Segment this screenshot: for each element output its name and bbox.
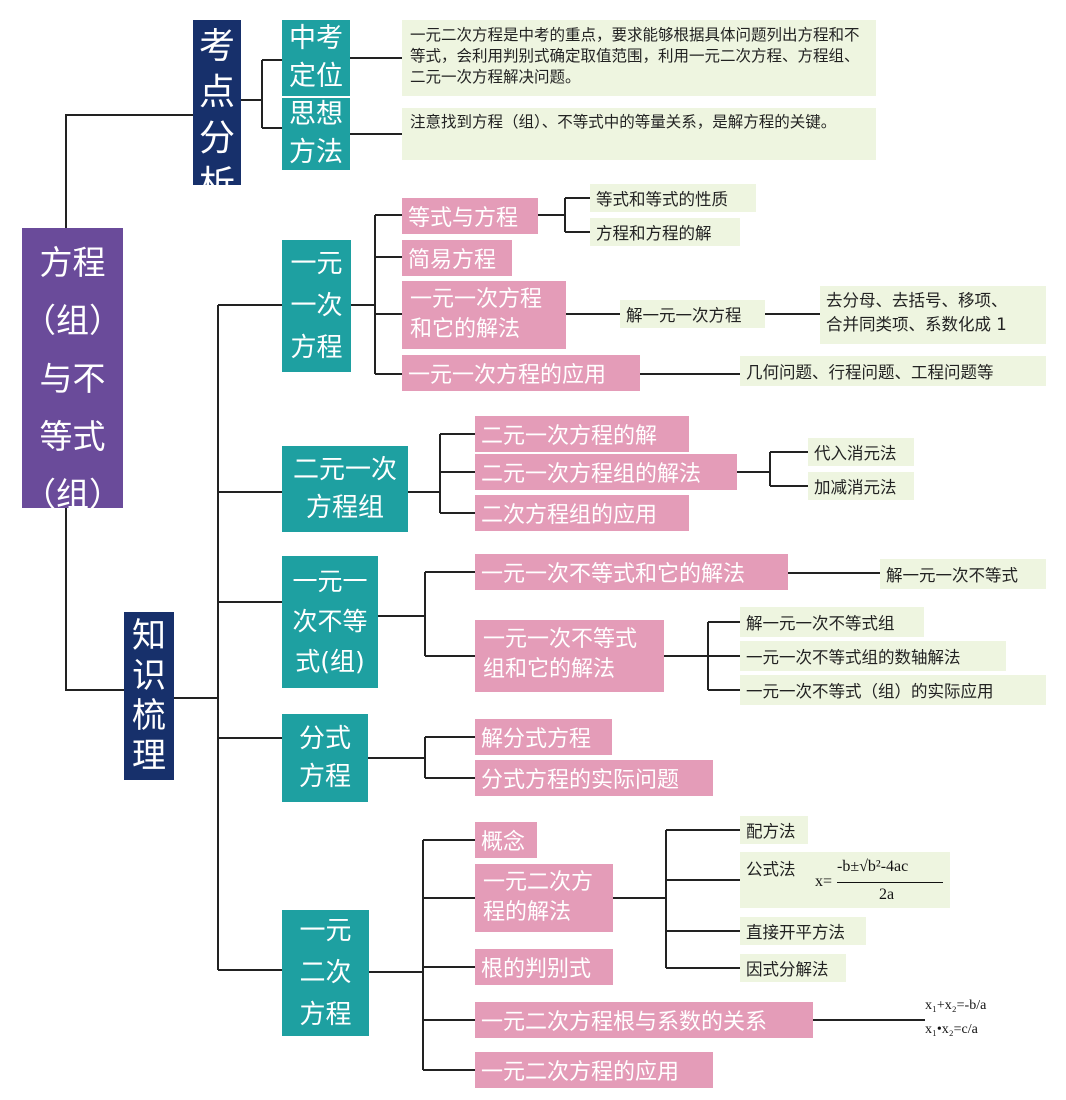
system-item: 二次方程组的应用 bbox=[475, 495, 689, 531]
method-text: 注意找到方程（组）、不等式中的等量关系，是解方程的关键。 bbox=[402, 108, 876, 160]
vieta-sum: x₁+x₂=-b/a bbox=[925, 998, 987, 1013]
inequality-node: 一元一 次不等 式(组) bbox=[282, 556, 378, 688]
method-completing-square: 配方法 bbox=[740, 816, 808, 844]
linear-application-node: 一元一次方程的应用 bbox=[402, 355, 640, 391]
discriminant-node: 根的判别式 bbox=[475, 949, 613, 985]
linear-solving-label: 和它的解法 bbox=[410, 317, 521, 342]
analysis-char: 析 bbox=[198, 164, 235, 205]
fraction-item: 解分式方程 bbox=[475, 719, 612, 755]
quadratic-solving-node: 一元二次方 程的解法 bbox=[475, 864, 613, 932]
system-item: 二元一次方程组的解法 bbox=[475, 454, 737, 490]
root-line: 与不 bbox=[39, 359, 106, 398]
inequality-group-label: 一元一次不等式 bbox=[483, 627, 638, 652]
quadratic-application-node: 一元二次方程的应用 bbox=[475, 1052, 713, 1088]
linear-steps-leaf: 去分母、去括号、移项、 合并同类项、系数化成 1 bbox=[820, 286, 1046, 344]
quadratic-solving-label: 一元二次方 bbox=[483, 870, 594, 895]
eq-solution-leaf: 方程和方程的解 bbox=[590, 218, 740, 246]
linear-eq-label: 方程 bbox=[290, 333, 343, 363]
positioning-label: 定位 bbox=[289, 61, 343, 92]
method-node: 思想 方法 bbox=[282, 98, 350, 170]
knowledge-char: 识 bbox=[132, 656, 166, 696]
simple-eq-node: 简易方程 bbox=[402, 240, 512, 276]
system-node: 二元一次 方程组 bbox=[282, 446, 408, 532]
vieta-product: x₁•x₂=c/a bbox=[925, 1022, 978, 1037]
inequality-label: 式(组) bbox=[295, 647, 365, 676]
system-label: 二元一次 bbox=[292, 455, 397, 485]
analysis-char: 考 bbox=[198, 26, 235, 67]
root-line: 等式 bbox=[39, 417, 106, 456]
inequality-group-leaf: 一元一次不等式（组）的实际应用 bbox=[740, 675, 1046, 705]
solve-inequality-leaf: 解一元一次不等式 bbox=[880, 559, 1046, 589]
fraction-node: 分式 方程 bbox=[282, 714, 368, 802]
analysis-char: 分 bbox=[198, 118, 235, 159]
fraction-item: 分式方程的实际问题 bbox=[475, 760, 713, 796]
system-leaf: 代入消元法 bbox=[808, 438, 914, 466]
root-line: （组） bbox=[23, 301, 122, 340]
method-direct-root: 直接开平方法 bbox=[740, 917, 866, 945]
method-formula: 公式法 bbox=[740, 852, 950, 908]
root-line: 方程 bbox=[39, 243, 106, 282]
linear-eq-node: 一元 一次 方程 bbox=[282, 240, 351, 372]
formula-lhs: x= bbox=[815, 873, 833, 890]
fraction-bar bbox=[837, 882, 943, 883]
vieta-node: 一元二次方程根与系数的关系 bbox=[475, 1002, 813, 1038]
quadratic-formula: x= -b±√b²-4ac 2a bbox=[815, 858, 947, 906]
method-factoring: 因式分解法 bbox=[740, 954, 846, 982]
linear-solving-label: 一元一次方程 bbox=[410, 287, 543, 312]
knowledge-node: 知 识 梳 理 bbox=[124, 612, 174, 780]
linear-problems-leaf: 几何问题、行程问题、工程问题等 bbox=[740, 356, 1046, 386]
system-label: 方程组 bbox=[305, 493, 384, 523]
analysis-char: 点 bbox=[198, 72, 235, 113]
fraction-label: 分式 bbox=[298, 724, 351, 754]
system-item: 二元一次方程的解 bbox=[475, 416, 689, 452]
root-node: 方程 （组） 与不 等式 （组） bbox=[22, 228, 123, 514]
knowledge-char: 理 bbox=[132, 736, 166, 776]
inequality-group-leaf: 一元一次不等式组的数轴解法 bbox=[740, 641, 1006, 671]
knowledge-char: 梳 bbox=[132, 696, 166, 736]
method-label: 思想 bbox=[289, 99, 343, 130]
positioning-label: 中考 bbox=[289, 23, 343, 54]
inequality-group-label: 组和它的解法 bbox=[483, 657, 616, 682]
analysis-node: 考 点 分 析 bbox=[193, 20, 241, 205]
linear-steps-line: 去分母、去括号、移项、 bbox=[826, 291, 1008, 310]
quadratic-solving-label: 程的解法 bbox=[483, 900, 572, 925]
inequality-group-node: 一元一次不等式 组和它的解法 bbox=[475, 620, 664, 692]
method-label: 方法 bbox=[289, 137, 343, 168]
inequality-label: 次不等 bbox=[292, 607, 368, 636]
formula-numerator: -b±√b²-4ac bbox=[837, 858, 909, 875]
quadratic-node: 一元 二次 方程 bbox=[282, 910, 369, 1036]
fraction-label: 方程 bbox=[298, 762, 351, 792]
equality-node: 等式与方程 bbox=[402, 198, 538, 234]
quadratic-label: 二次 bbox=[299, 958, 352, 988]
linear-steps-line: 合并同类项、系数化成 1 bbox=[826, 315, 1007, 334]
inequality-single-node: 一元一次不等式和它的解法 bbox=[475, 554, 788, 590]
quadratic-concept-node: 概念 bbox=[475, 822, 537, 858]
linear-eq-label: 一元 bbox=[290, 249, 343, 279]
eq-property-leaf: 等式和等式的性质 bbox=[590, 184, 756, 212]
positioning-node: 中考 定位 bbox=[282, 20, 350, 96]
solve-linear-leaf: 解一元一次方程 bbox=[620, 300, 765, 328]
knowledge-char: 知 bbox=[132, 616, 166, 656]
inequality-label: 一元一 bbox=[292, 567, 368, 596]
root-line: （组） bbox=[23, 475, 122, 514]
formula-denominator: 2a bbox=[879, 886, 895, 903]
vieta-formulas: x₁+x₂=-b/a x₁•x₂=c/a bbox=[925, 994, 1021, 1044]
method-formula-label: 公式法 bbox=[746, 860, 796, 879]
inequality-group-leaf: 解一元一次不等式组 bbox=[740, 607, 924, 637]
linear-solving-node: 一元一次方程 和它的解法 bbox=[402, 281, 566, 349]
quadratic-label: 一元 bbox=[299, 916, 352, 946]
linear-eq-label: 一次 bbox=[290, 291, 343, 321]
system-leaf: 加减消元法 bbox=[808, 472, 914, 500]
quadratic-label: 方程 bbox=[299, 1000, 352, 1030]
positioning-text: 一元二次方程是中考的重点，要求能够根据具体问题列出方程和不等式，会利用判别式确定… bbox=[402, 20, 876, 96]
